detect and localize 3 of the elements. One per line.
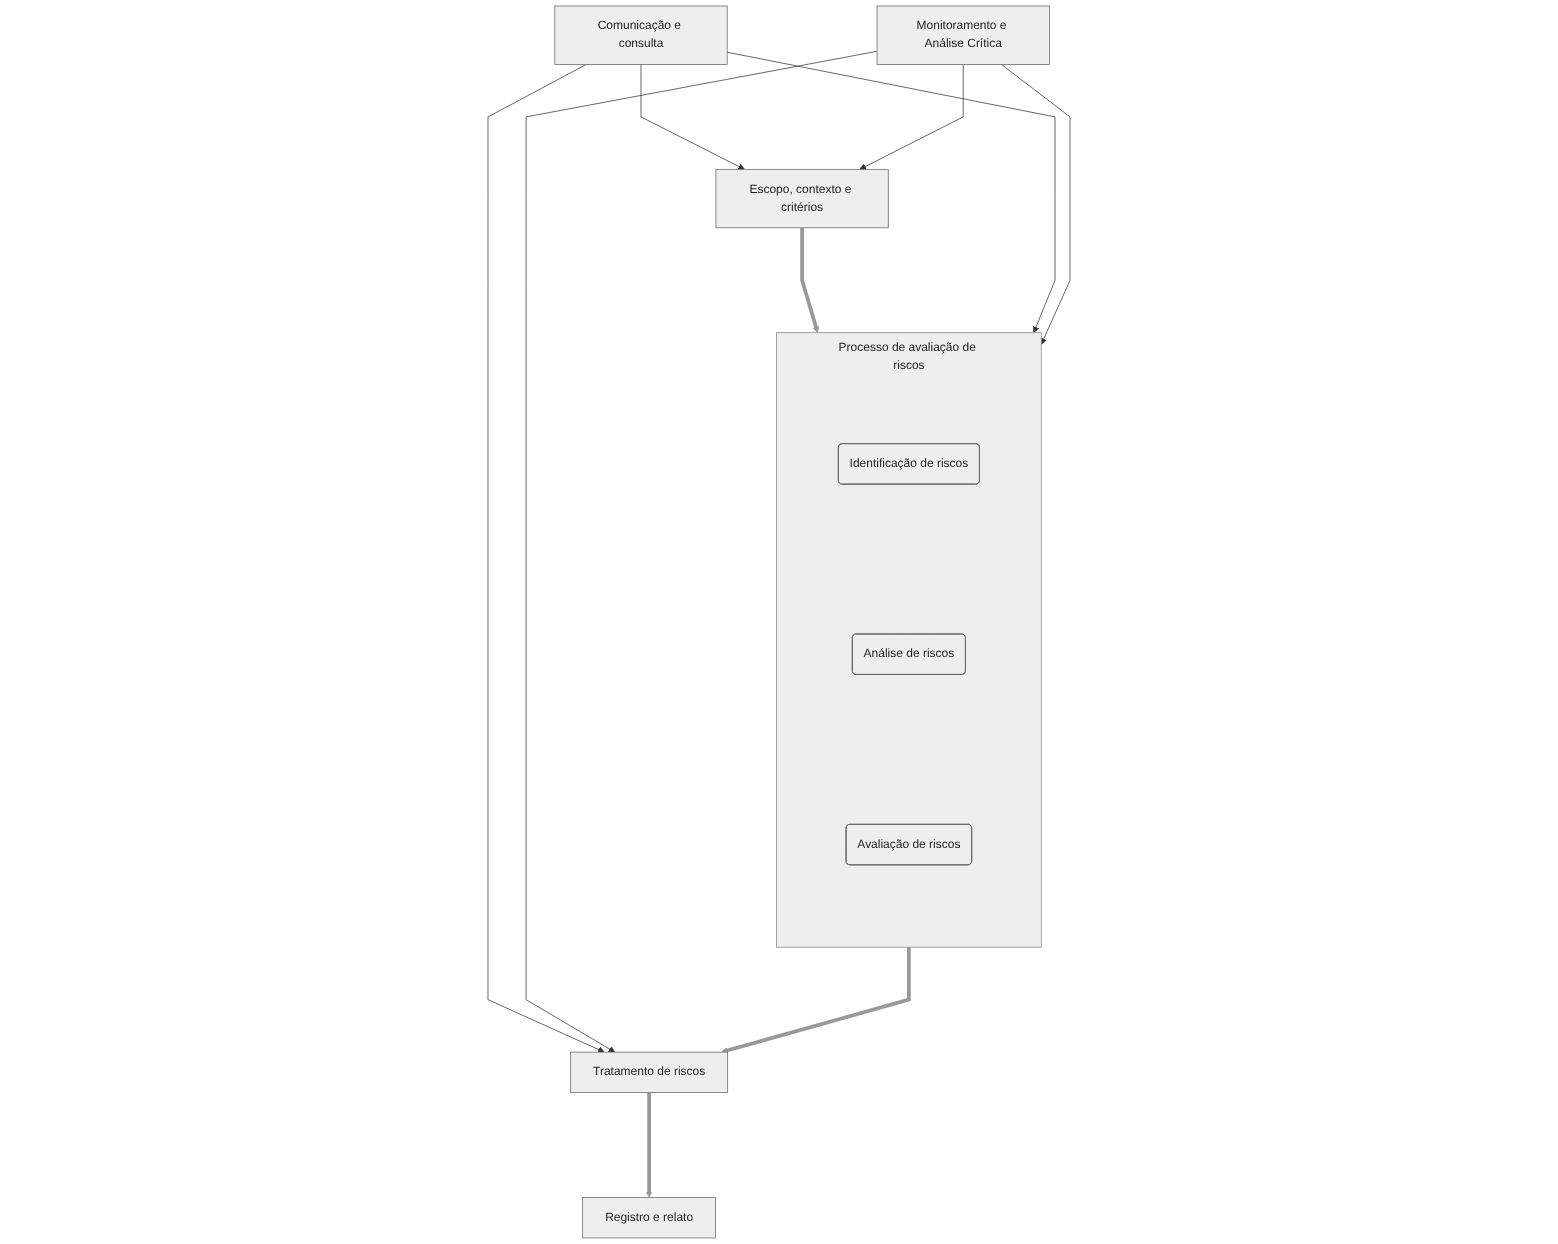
arrow <box>721 947 911 1054</box>
arrow <box>645 1092 653 1198</box>
arrow <box>800 227 820 333</box>
